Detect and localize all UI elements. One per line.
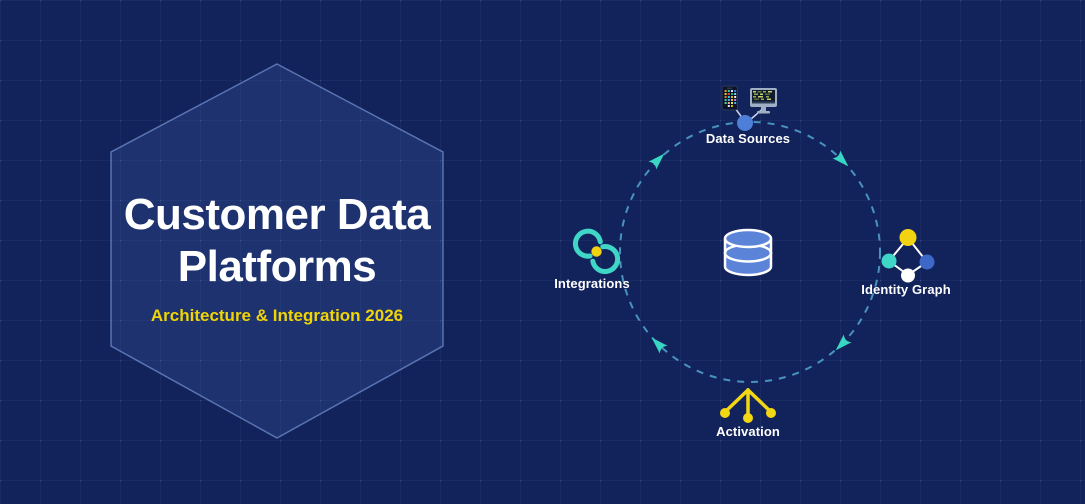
node-dot — [737, 115, 753, 131]
flow-arrows — [648, 150, 852, 354]
flow-arrow-icon — [832, 150, 849, 167]
integrations-icon — [572, 228, 621, 274]
flow-arrow-icon — [835, 334, 852, 351]
title-line-2: Platforms — [177, 242, 377, 291]
hexagon-badge — [110, 63, 444, 439]
data-sources-label: Data Sources — [705, 131, 791, 146]
page-title: Customer Data Platforms — [97, 189, 457, 293]
title-line-1: Customer Data — [123, 190, 431, 239]
integrations-label: Integrations — [554, 276, 630, 291]
monitor-icon — [750, 88, 777, 114]
data-sources-node — [721, 85, 777, 131]
database-icon — [723, 228, 773, 277]
identity-graph-label: Identity Graph — [861, 282, 951, 297]
flow-arrow-icon — [651, 337, 668, 354]
activation-icon — [720, 388, 776, 423]
identity-graph-icon — [881, 229, 935, 283]
flow-arrow-icon — [648, 153, 665, 170]
hero-text-block: Customer Data Platforms Architecture & I… — [97, 189, 457, 326]
smartphone-icon — [721, 85, 738, 111]
activation-label: Activation — [716, 424, 780, 439]
flow-circle — [619, 121, 881, 383]
page-subtitle: Architecture & Integration 2026 — [150, 306, 404, 325]
